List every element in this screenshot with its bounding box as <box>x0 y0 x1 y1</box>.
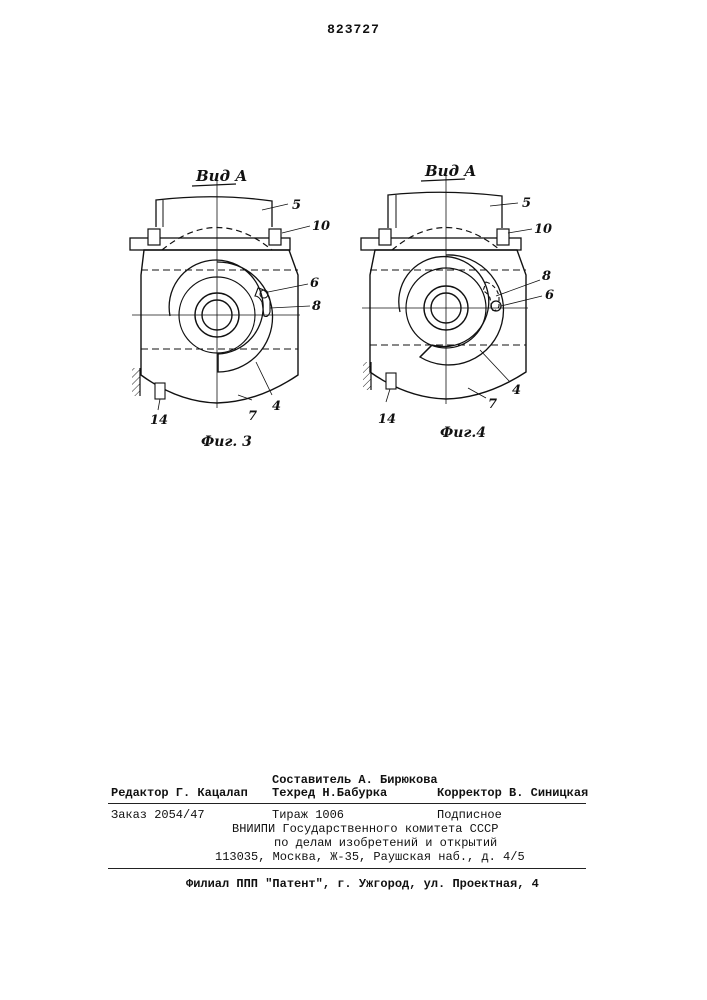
fig4-cam-4 <box>399 255 504 365</box>
fig3-callout-6: 6 <box>310 276 319 291</box>
imprint-subscription: Подписное <box>437 808 502 822</box>
fig4-caption: Фиг.4 <box>440 425 486 441</box>
fig4-callout-4: 4 <box>512 383 521 398</box>
imprint-rule-top <box>108 803 586 804</box>
fig3-clamp-left <box>148 229 160 245</box>
fig3-leader-14 <box>158 399 160 410</box>
fig4-leader-5 <box>490 203 518 206</box>
fig3-caption: Фиг. 3 <box>201 434 252 450</box>
figure-4: Вид А 5 10 8 6 4 7 <box>361 162 554 441</box>
fig4-callout-6: 6 <box>545 288 554 303</box>
imprint-institute-line2: по делам изобретений и открытий <box>274 836 497 850</box>
fig3-callout-10: 10 <box>312 219 330 234</box>
imprint-order: Заказ 2054/47 <box>111 808 205 822</box>
imprint-address: 113035, Москва, Ж-35, Раушская наб., д. … <box>215 850 525 864</box>
fig3-callout-5: 5 <box>292 198 301 213</box>
fig4-leader-4 <box>480 350 510 382</box>
fig4-leader-8 <box>496 280 540 296</box>
fig3-ground-hatch <box>132 368 140 396</box>
fig4-callout-8: 8 <box>542 269 551 284</box>
imprint-techred: Техред Н.Бабурка <box>272 786 387 800</box>
fig4-leader-6 <box>501 296 542 306</box>
fig3-leader-4 <box>256 362 272 395</box>
imprint-institute: ВНИИПИ Государственного комитета СССР <box>232 822 498 836</box>
fig3-leader-10 <box>282 226 310 233</box>
fig4-support-14 <box>386 373 396 389</box>
imprint-branch: Филиал ППП "Патент", г. Ужгород, ул. Про… <box>186 877 539 891</box>
fig4-leader-14 <box>386 389 390 402</box>
fig4-callout-10: 10 <box>534 222 552 237</box>
fig3-support-14 <box>155 383 165 399</box>
fig4-view-label: Вид А <box>424 162 476 180</box>
fig3-clamp-right <box>269 229 281 245</box>
fig3-callout-14: 14 <box>150 413 168 428</box>
fig3-callout-8: 8 <box>312 299 321 314</box>
fig3-callout-7: 7 <box>248 409 257 424</box>
fig4-part-5 <box>388 192 502 228</box>
fig4-clamp-left <box>379 229 391 245</box>
imprint-rule-bottom <box>108 868 586 869</box>
fig4-cam-step <box>420 345 432 357</box>
fig3-leader-6 <box>268 284 308 292</box>
fig4-callout-7: 7 <box>488 397 497 412</box>
imprint-editor: Редактор Г. Кацалап <box>111 786 248 800</box>
fig4-leader-10 <box>508 229 532 233</box>
fig3-body-7 <box>141 250 298 403</box>
imprint-corrector: Корректор В. Синицкая <box>437 786 588 800</box>
fig4-clamp-right <box>497 229 509 245</box>
fig3-view-label: Вид А <box>195 167 247 185</box>
fig4-callout-14: 14 <box>378 412 396 427</box>
fig3-leader-5 <box>262 204 288 210</box>
imprint-circulation: Тираж 1006 <box>272 808 344 822</box>
fig4-ground-hatch <box>363 362 371 390</box>
imprint-compiler: Составитель А. Бирюкова <box>272 773 438 787</box>
fig4-callout-5: 5 <box>522 196 531 211</box>
figure-3: Вид А <box>130 167 330 450</box>
fig3-callout-4: 4 <box>272 399 281 414</box>
fig3-leader-8 <box>270 306 310 308</box>
fig3-part-5 <box>156 197 272 227</box>
